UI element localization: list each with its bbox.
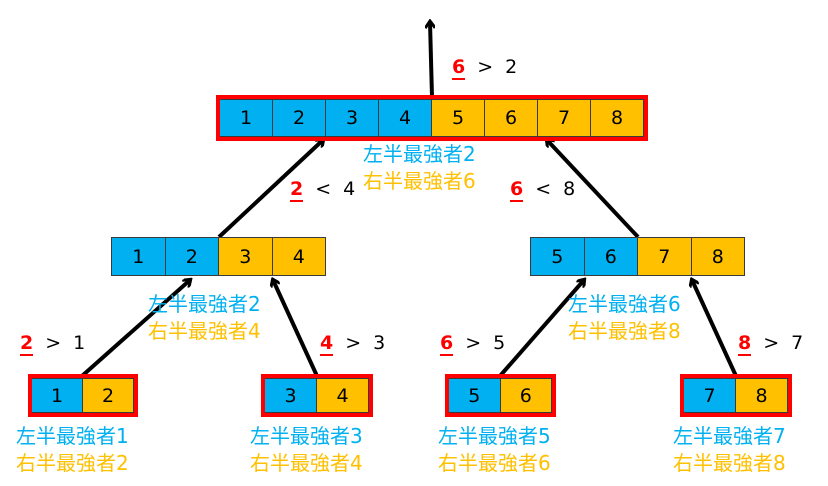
array-cell: 3 <box>325 99 379 137</box>
arrow-midleft-to-root <box>217 140 323 239</box>
comparison-operator: > <box>477 56 494 78</box>
strongest-labels-mid-left: 左半最強者2 右半最強者4 <box>148 291 261 345</box>
left-strongest-label: 左半最強者6 <box>568 292 681 316</box>
arrow-leaf2-to-midleft <box>273 280 319 377</box>
array-cell: 1 <box>111 237 166 276</box>
array-cell: 1 <box>219 99 273 137</box>
comparison-operator: > <box>45 332 62 354</box>
array-cell: 4 <box>378 99 432 137</box>
arrow-leaf3-to-midright <box>498 280 584 378</box>
comparison-winner: 2 <box>20 332 34 356</box>
right-strongest-label: 右半最強者8 <box>568 319 681 343</box>
comparison-loser: 3 <box>373 332 386 354</box>
comparison: 4 >3 <box>320 332 386 356</box>
right-strongest-label: 右半最強者6 <box>363 169 476 193</box>
array-cell: 4 <box>316 378 369 413</box>
array-cell: 1 <box>31 378 83 413</box>
strongest-labels-leaf-1: 左半最強者1 右半最強者2 <box>16 423 129 477</box>
comparison: 6 <8 <box>510 178 576 202</box>
comparison-operator: > <box>763 332 780 354</box>
array-cell: 6 <box>499 378 552 413</box>
array-cell: 2 <box>164 237 219 276</box>
comparison-winner: 4 <box>320 332 334 356</box>
array-cell: 2 <box>272 99 326 137</box>
comparison-winner: 6 <box>452 56 466 80</box>
left-strongest-label: 左半最強者2 <box>148 292 261 316</box>
comparison-operator: > <box>465 332 482 354</box>
comparison-operator: > <box>345 332 362 354</box>
array-cell: 3 <box>218 237 273 276</box>
left-strongest-label: 左半最強者5 <box>438 424 551 448</box>
array-cell: 3 <box>264 378 317 413</box>
array-cell: 6 <box>583 237 638 276</box>
comparison-winner: 6 <box>510 178 524 202</box>
array-cell: 8 <box>590 99 644 137</box>
array-cell: 6 <box>484 99 538 137</box>
comparison-loser: 7 <box>791 332 804 354</box>
comparison-operator: < <box>315 178 332 200</box>
array-cell: 8 <box>735 378 788 413</box>
left-strongest-label: 左半最強者3 <box>250 424 363 448</box>
comparison-loser: 5 <box>493 332 506 354</box>
array-cell: 4 <box>271 237 326 276</box>
comparison: 2 >1 <box>20 332 86 356</box>
array-cell: 7 <box>537 99 591 137</box>
comparison-loser: 1 <box>73 332 86 354</box>
comparison-loser: 2 <box>505 56 518 78</box>
array-cell: 8 <box>690 237 745 276</box>
arrow-leaf1-to-midleft <box>80 280 190 378</box>
comparison-operator: < <box>535 178 552 200</box>
array-cell: 5 <box>448 378 501 413</box>
array-cell: 5 <box>530 237 585 276</box>
strongest-labels-leaf-3: 左半最強者5 右半最強者6 <box>438 423 551 477</box>
left-strongest-label: 左半最強者1 <box>16 424 129 448</box>
array-cell: 2 <box>82 378 134 413</box>
strongest-labels-leaf-2: 左半最強者3 右半最強者4 <box>250 423 363 477</box>
comparison: 6 >5 <box>440 332 506 356</box>
comparison-winner: 8 <box>738 332 752 356</box>
array-cell: 7 <box>637 237 692 276</box>
comparison: 6 >2 <box>452 56 518 80</box>
comparison-winner: 6 <box>440 332 454 356</box>
right-strongest-label: 右半最強者4 <box>250 451 363 475</box>
comparison: 2 <4 <box>290 178 356 202</box>
arrow-root-up <box>430 22 432 98</box>
comparison-winner: 2 <box>290 178 304 202</box>
arrow-midright-to-root <box>547 140 640 239</box>
left-strongest-label: 左半最強者2 <box>363 142 476 166</box>
left-strongest-label: 左半最強者7 <box>673 424 786 448</box>
array-cell: 7 <box>683 378 736 413</box>
comparison: 8 >7 <box>738 332 804 356</box>
array-cell: 5 <box>431 99 485 137</box>
strongest-labels-mid-right: 左半最強者6 右半最強者8 <box>568 291 681 345</box>
right-strongest-label: 右半最強者2 <box>16 451 129 475</box>
right-strongest-label: 右半最強者6 <box>438 451 551 475</box>
right-strongest-label: 右半最強者4 <box>148 319 261 343</box>
right-strongest-label: 右半最強者8 <box>673 451 786 475</box>
comparison-loser: 8 <box>563 178 576 200</box>
strongest-labels-root: 左半最強者2 右半最強者6 <box>363 141 476 195</box>
strongest-labels-leaf-4: 左半最強者7 右半最強者8 <box>673 423 786 477</box>
arrow-leaf4-to-midright <box>692 280 738 377</box>
comparison-loser: 4 <box>343 178 356 200</box>
